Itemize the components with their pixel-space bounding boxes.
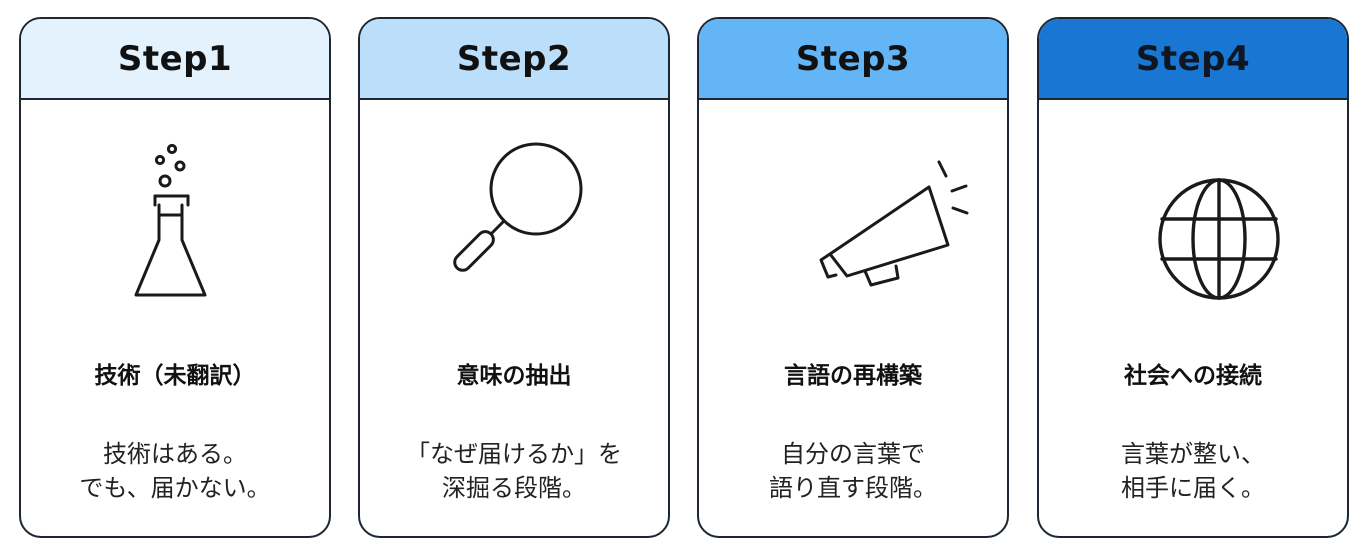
step-description: 自分の言葉で 語り直す段階。 bbox=[699, 437, 1007, 505]
step-desc-line: 相手に届く。 bbox=[1121, 474, 1265, 502]
flask-icon bbox=[21, 119, 329, 319]
step-card-4: Step4 社会への接続 言葉が整い、 相手に届く。 bbox=[1037, 17, 1349, 538]
step-card-1: Step1 技術（未翻訳） 技術はある。 でも、届かない。 bbox=[19, 17, 331, 538]
megaphone-icon bbox=[699, 119, 1007, 319]
step-label: Step3 bbox=[795, 38, 911, 79]
step-description: 言葉が整い、 相手に届く。 bbox=[1039, 437, 1347, 505]
step-label: Step4 bbox=[1135, 38, 1251, 79]
magnifier-icon bbox=[360, 119, 668, 319]
step-title: 技術（未翻訳） bbox=[94, 363, 256, 389]
step-card-3: Step3 言語の再構築 自分の言葉で 語り直す段階。 bbox=[697, 17, 1009, 538]
step-desc-line: 技術はある。 bbox=[103, 440, 247, 468]
step-header-3: Step3 bbox=[699, 19, 1007, 100]
step-title: 社会への接続 bbox=[1124, 363, 1262, 389]
step-header-4: Step4 bbox=[1039, 19, 1347, 100]
step-title: 意味の抽出 bbox=[456, 363, 572, 389]
step-desc-line: でも、届かない。 bbox=[79, 474, 271, 502]
step-desc-line: 深掘る段階。 bbox=[442, 474, 586, 502]
step-label: Step2 bbox=[456, 38, 572, 79]
step-desc-line: 自分の言葉で bbox=[781, 440, 925, 468]
step-label: Step1 bbox=[117, 38, 233, 79]
step-desc-line: 言葉が整い、 bbox=[1121, 440, 1265, 468]
step-card-2: Step2 意味の抽出 「なぜ届けるか」を 深掘る段階。 bbox=[358, 17, 670, 538]
step-desc-line: 「なぜ届けるか」を bbox=[406, 440, 622, 468]
step-description: 「なぜ届けるか」を 深掘る段階。 bbox=[360, 437, 668, 505]
globe-icon bbox=[1039, 119, 1347, 319]
step-header-2: Step2 bbox=[360, 19, 668, 100]
step-desc-line: 語り直す段階。 bbox=[769, 474, 937, 502]
step-header-1: Step1 bbox=[21, 19, 329, 100]
step-description: 技術はある。 でも、届かない。 bbox=[21, 437, 329, 505]
step-title: 言語の再構築 bbox=[784, 363, 922, 389]
